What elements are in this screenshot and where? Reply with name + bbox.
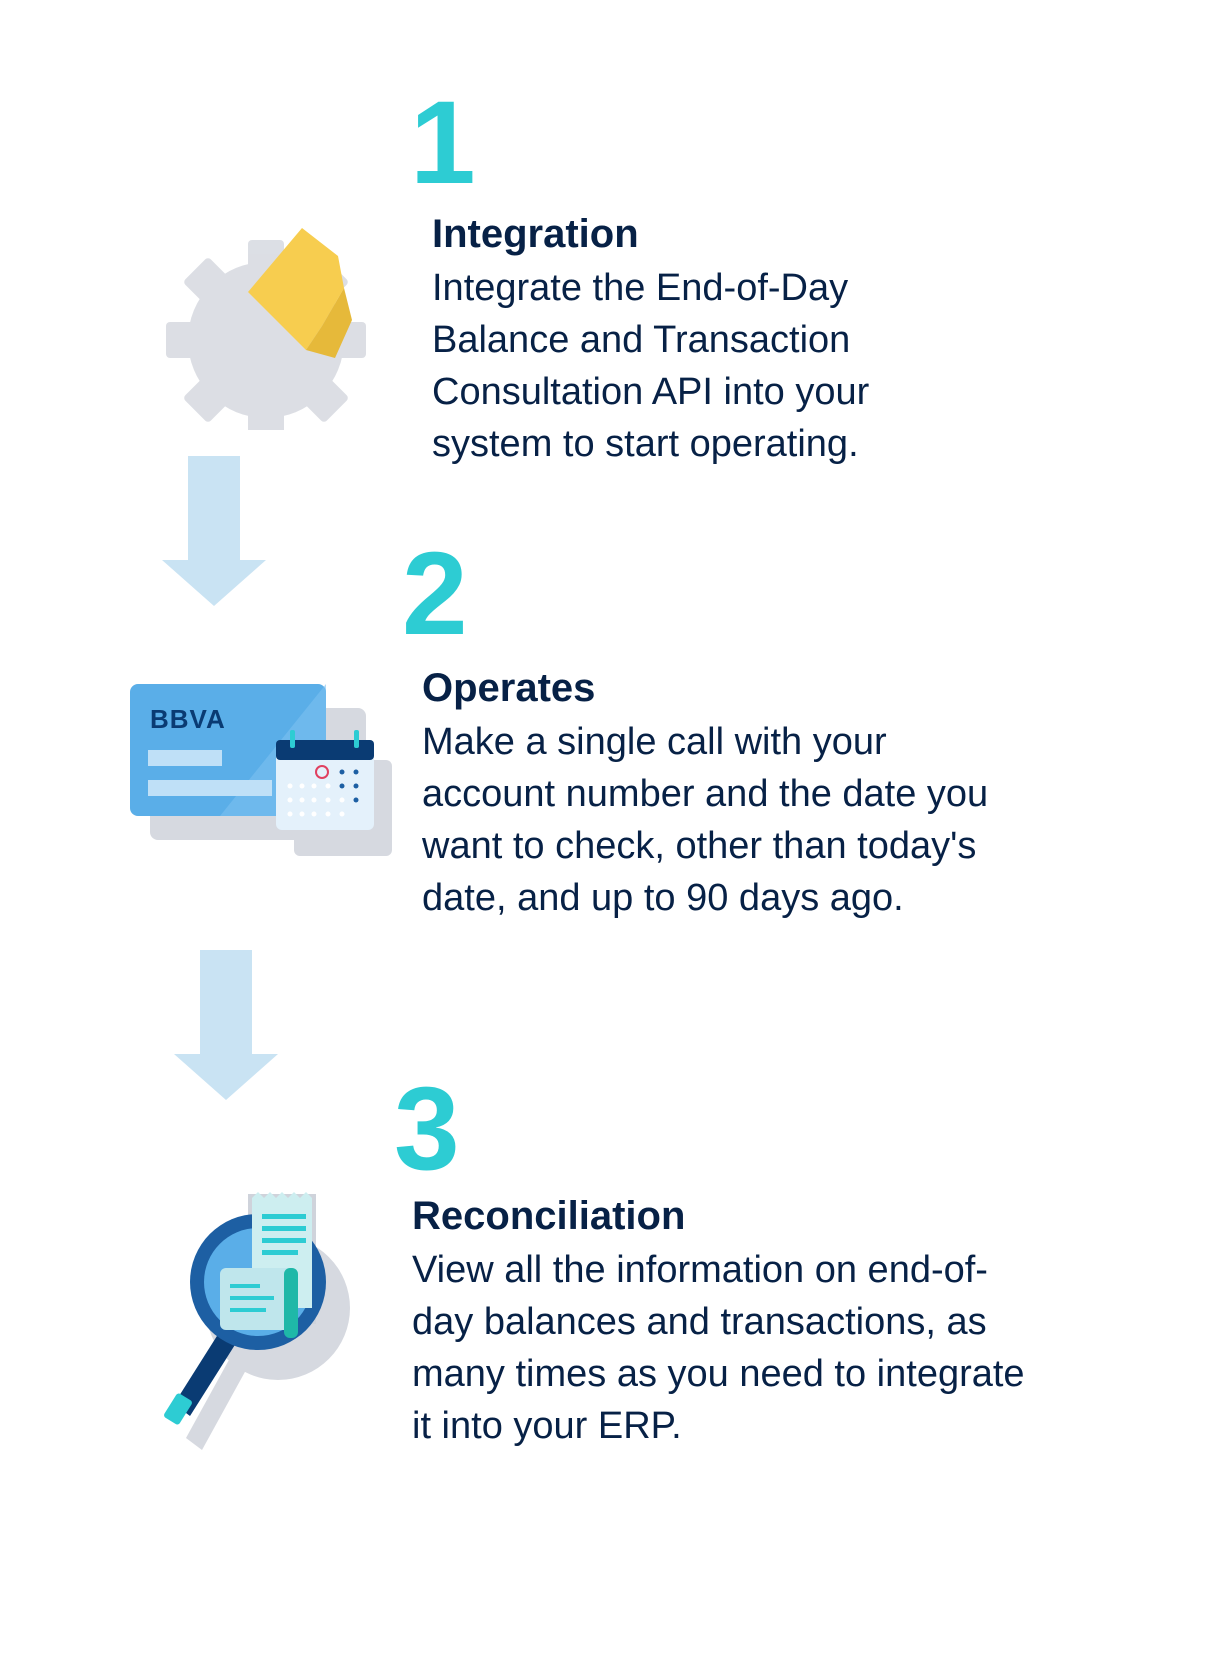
down-arrow-icon <box>162 456 266 606</box>
step-1-description: Integrate the End-of-Day Balance and Tra… <box>432 267 870 465</box>
step-2-number: 2 <box>402 528 468 660</box>
step-1-number: 1 <box>410 77 476 209</box>
step-3-title: Reconciliation <box>412 1194 686 1238</box>
card-brand-logo: BBVA <box>150 704 226 734</box>
magnifier-receipt-icon <box>164 1192 350 1450</box>
step-2-description: Make a single call with your account num… <box>422 721 989 919</box>
step-2-title: Operates <box>422 666 596 710</box>
step-3-number: 3 <box>394 1063 460 1195</box>
card-calendar-icon: BBVA <box>130 680 400 870</box>
step-1-title: Integration <box>432 212 639 256</box>
step-3-description: View all the information on end-of- day … <box>412 1249 1025 1447</box>
gear-icon <box>166 228 366 430</box>
down-arrow-icon <box>174 950 278 1100</box>
